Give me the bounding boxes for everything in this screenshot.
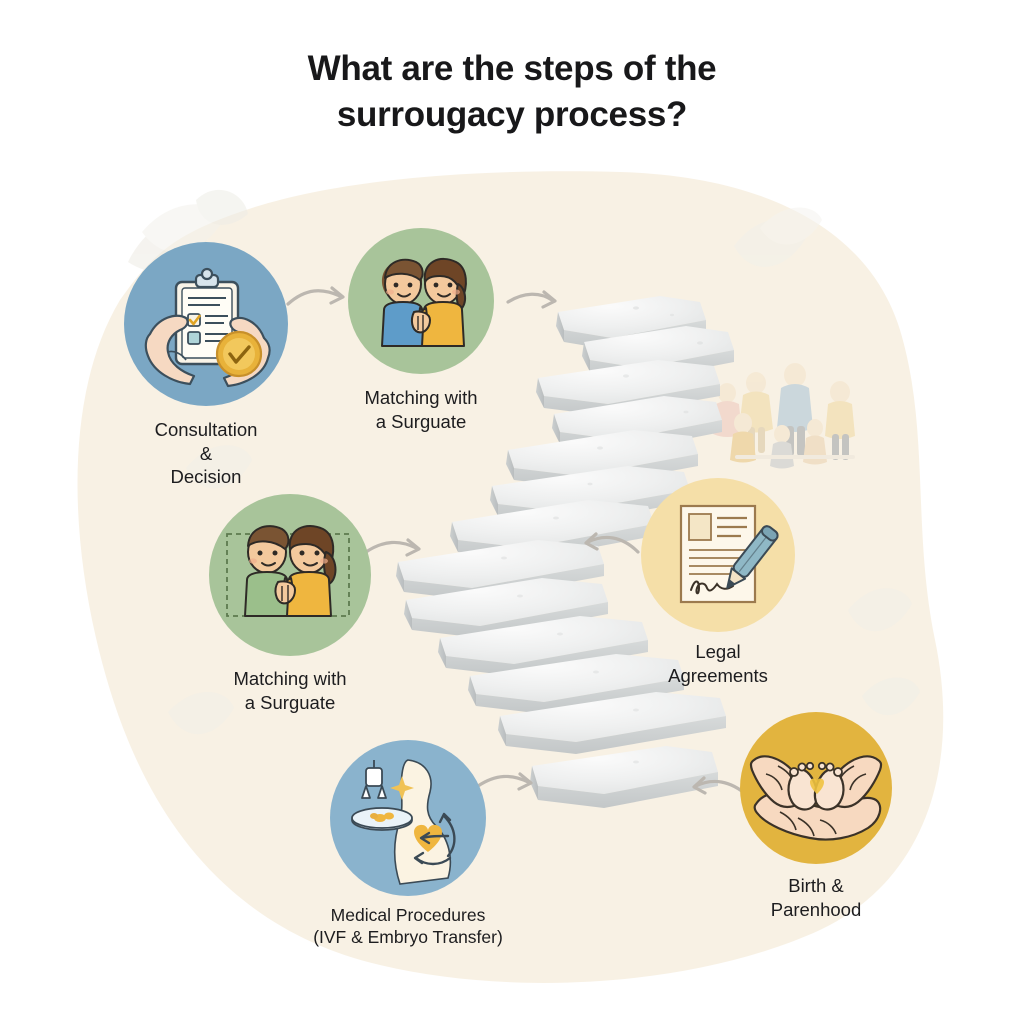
clipboard-checklist-hands-icon <box>144 267 271 388</box>
ivf-embryo-transfer-icon <box>351 759 456 885</box>
legal-circle <box>641 478 795 632</box>
caption-line: Consultation <box>154 419 258 440</box>
stair-step <box>396 540 604 600</box>
stair-step <box>498 692 726 754</box>
step-matching-1[interactable]: Matching with a Surguate <box>348 228 494 432</box>
caption-line: & <box>199 442 213 464</box>
arrow-6 <box>364 540 418 554</box>
consultation-caption: Consultation & Decision <box>155 418 258 489</box>
birth-caption: Birth & Parenhood <box>771 874 862 921</box>
arrow-3 <box>586 535 640 554</box>
caption-line: Matching with <box>233 668 347 689</box>
birth-circle <box>740 712 892 864</box>
step-legal[interactable]: Legal Agreements <box>641 478 795 686</box>
stair-step <box>468 654 684 714</box>
couple-high-five-icon <box>381 257 467 347</box>
matching-2-caption: Matching with a Surguate <box>233 667 346 714</box>
stair-step <box>530 746 718 808</box>
caption-line: a Surguate <box>244 691 336 713</box>
matching-2-circle <box>209 494 371 656</box>
caption-line: Medical Procedures <box>330 905 486 925</box>
step-birth[interactable]: Birth & Parenhood <box>740 712 892 920</box>
hands-holding-baby-feet-icon <box>749 755 883 841</box>
caption-line: Matching with <box>364 387 478 408</box>
stair-step <box>404 578 608 638</box>
step-consultation[interactable]: Consultation & Decision <box>124 242 288 487</box>
couple-high-five-dashed-icon <box>226 524 350 617</box>
caption-line: Birth & <box>788 875 844 896</box>
caption-line: (IVF & Embryo Transfer) <box>313 927 503 948</box>
caption-line: Agreements <box>668 664 768 686</box>
medical-circle <box>330 740 486 896</box>
consultation-circle <box>124 242 288 406</box>
title-line: surrougacy process? <box>336 95 688 135</box>
arrow-2 <box>506 292 554 304</box>
contract-pen-signature-icon <box>679 504 779 604</box>
caption-line: Decision <box>170 466 242 488</box>
arrow-5 <box>476 774 530 788</box>
stair-step <box>536 360 720 416</box>
caption-line: Legal <box>695 641 741 662</box>
arrow-1 <box>286 289 342 306</box>
page-title: What are the steps of the surrougacy pro… <box>0 46 1024 138</box>
medical-caption: Medical Procedures (IVF & Embryo Transfe… <box>313 904 503 949</box>
matching-1-caption: Matching with a Surguate <box>364 386 477 433</box>
title-line: What are the steps of the <box>307 49 717 88</box>
step-matching-2[interactable]: Matching with a Surguate <box>209 494 371 713</box>
step-medical[interactable]: Medical Procedures (IVF & Embryo Transfe… <box>313 740 503 947</box>
matching-1-circle <box>348 228 494 374</box>
stair-step <box>438 616 648 676</box>
legal-caption: Legal Agreements <box>668 640 768 687</box>
faded-family-group-illustration <box>713 363 855 469</box>
caption-line: a Surguate <box>375 410 467 432</box>
leaf-decorations <box>128 189 920 735</box>
caption-line: Parenhood <box>770 898 862 920</box>
